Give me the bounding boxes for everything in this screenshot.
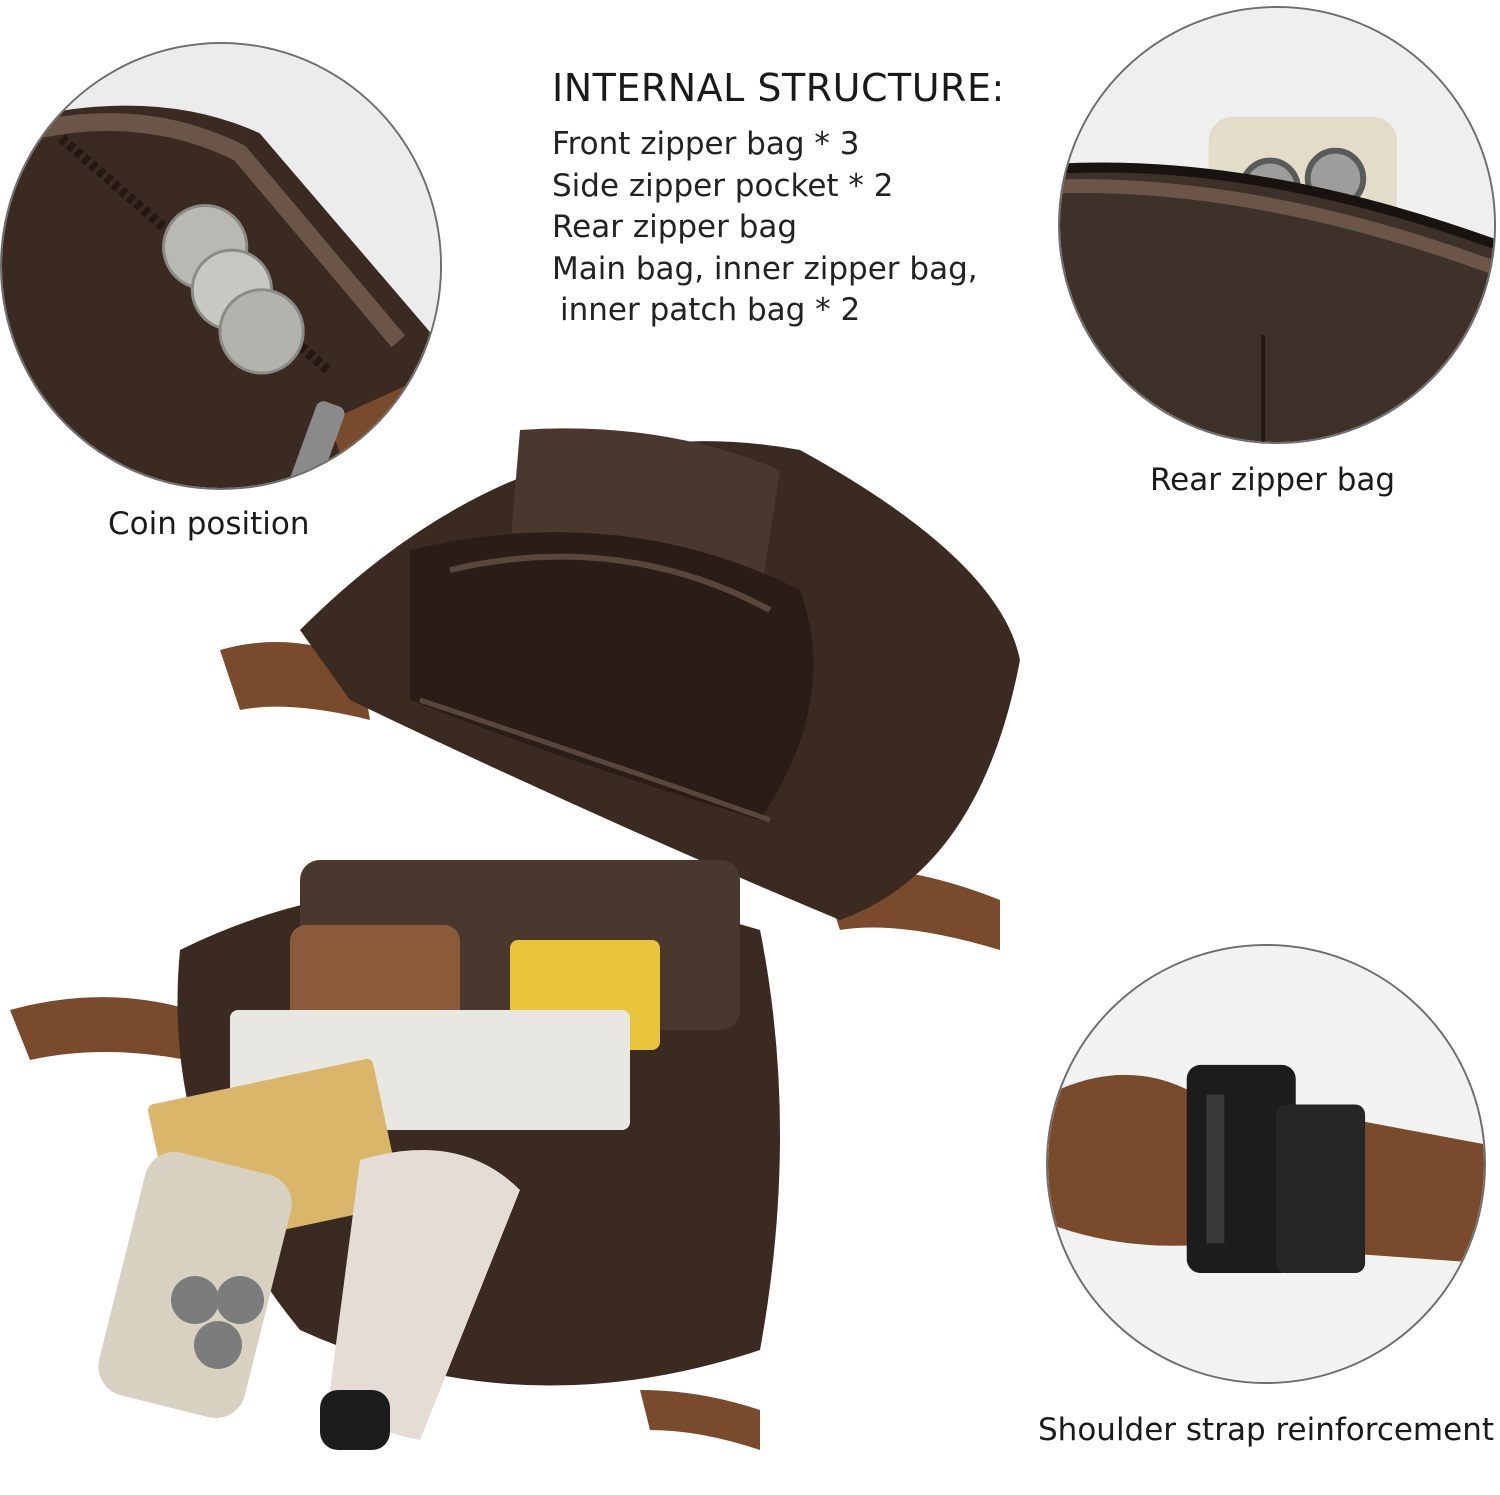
coin-pocket-illustration xyxy=(2,44,440,488)
internal-structure-block: INTERNAL STRUCTURE: Front zipper bag * 3… xyxy=(552,66,1052,332)
packed-bag-illustration xyxy=(10,860,780,1450)
caption-rear-zipper: Rear zipper bag xyxy=(1150,462,1396,498)
rear-zipper-illustration xyxy=(1060,8,1494,442)
open-bag-photo xyxy=(200,400,1020,960)
structure-list: Front zipper bag * 3 Side zipper pocket … xyxy=(552,124,1052,332)
structure-title: INTERNAL STRUCTURE: xyxy=(552,66,1005,110)
buckle-illustration xyxy=(1048,946,1484,1382)
structure-item: Side zipper pocket * 2 xyxy=(552,167,894,204)
coin-position-detail xyxy=(0,42,442,490)
structure-item: Main bag, inner zipper bag, xyxy=(552,250,978,287)
open-bag-illustration xyxy=(220,428,1020,950)
rear-zipper-detail xyxy=(1058,6,1496,444)
structure-item: Rear zipper bag xyxy=(552,209,798,245)
packed-bag-photo xyxy=(0,830,800,1470)
strap-reinforcement-detail xyxy=(1046,944,1486,1384)
caption-coin-position: Coin position xyxy=(108,506,310,542)
caption-strap-reinforcement: Shoulder strap reinforcement xyxy=(1038,1412,1495,1448)
structure-item: Front zipper bag * 3 xyxy=(552,126,860,162)
structure-item: inner patch bag * 2 xyxy=(560,292,861,328)
